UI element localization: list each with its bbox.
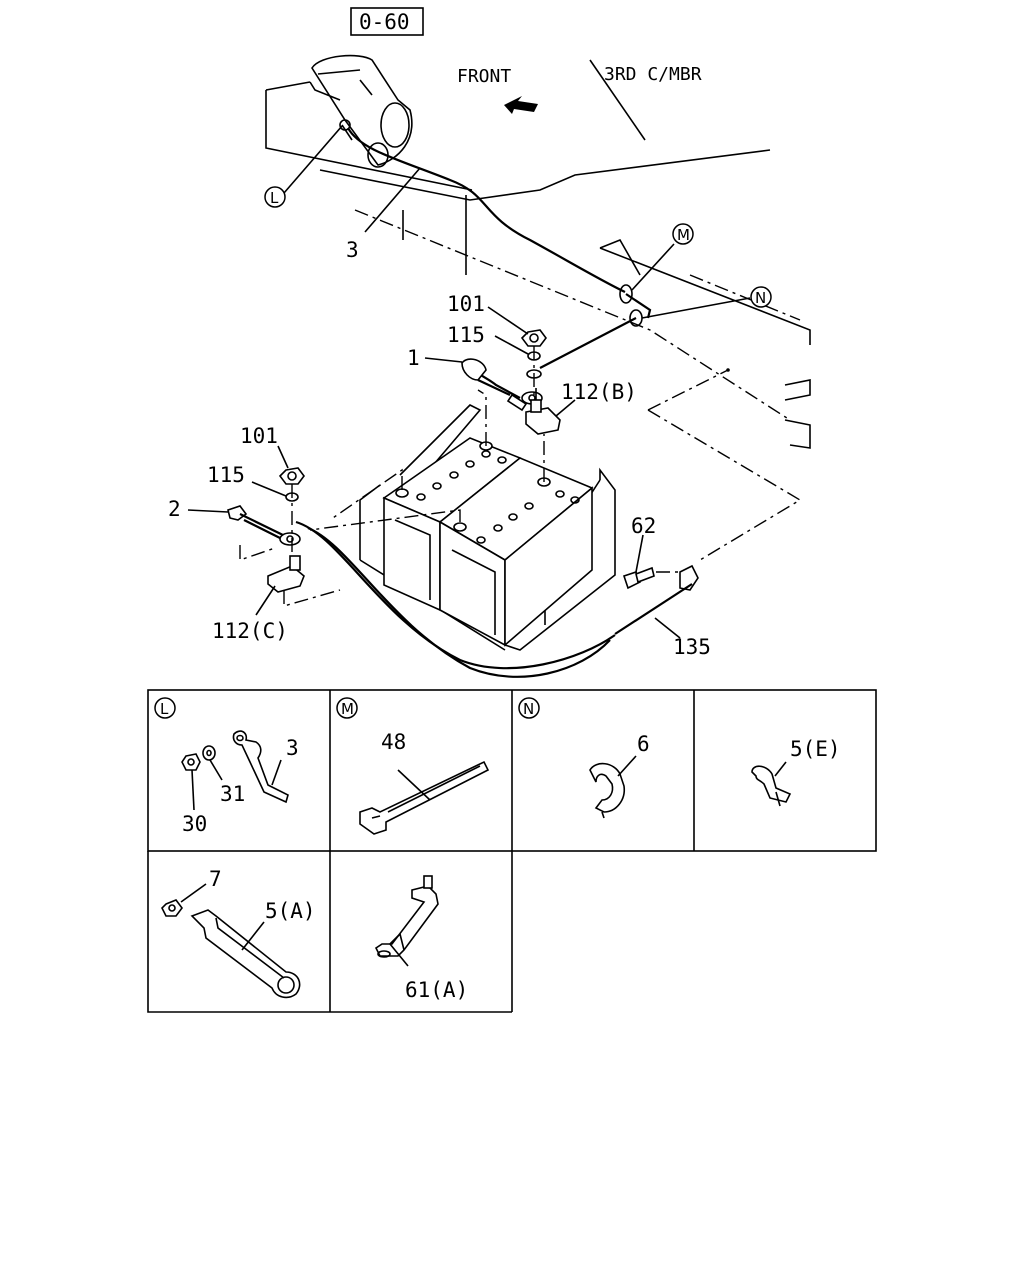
cable-1 [461, 317, 637, 412]
bolt-62 [622, 566, 680, 590]
battery-right [438, 457, 594, 647]
callout-62: 62 [631, 514, 656, 538]
callout-135: 135 [673, 635, 711, 659]
marker-n-main: N [750, 286, 772, 308]
callout-112b: 112(B) [561, 380, 637, 404]
panel-m-part-48: 48 [381, 730, 406, 754]
panel-l-part-3: 3 [286, 736, 299, 760]
panel-5a: 7 5(A) [161, 867, 316, 999]
callout-115-upper: 115 [447, 323, 485, 347]
reference-box [350, 7, 424, 36]
svg-text:L: L [160, 700, 169, 718]
marker-l-main: L [264, 186, 286, 208]
panel-61a-part: 61(A) [405, 978, 468, 1002]
panel-61a: 61(A) [374, 875, 468, 1002]
callout-115-lower: 115 [207, 463, 245, 487]
callout-101-upper: 101 [447, 292, 485, 316]
panel-l-part-30: 30 [182, 812, 207, 836]
callout-1: 1 [407, 346, 420, 370]
grommet-m [619, 284, 652, 319]
battery-left [382, 437, 522, 612]
panel-m: M 48 [336, 697, 490, 835]
starter-motor [311, 54, 413, 168]
panel-5e: 5(E) [751, 737, 841, 807]
callout-2: 2 [168, 497, 181, 521]
bracket-112c [267, 555, 341, 607]
front-arrow-icon [504, 96, 538, 114]
cable-3 [347, 127, 626, 293]
svg-text:M: M [341, 700, 354, 718]
callout-112c: 112(C) [212, 619, 288, 643]
bracket-112b [525, 388, 561, 435]
panel-n-part-6: 6 [637, 732, 650, 756]
panel-l: L 3 31 30 [154, 697, 299, 836]
reference-box-label: 0-60 [359, 10, 410, 34]
member-label: 3RD C/MBR [604, 64, 702, 85]
cable-135 [295, 520, 616, 670]
svg-text:N: N [755, 289, 766, 307]
panel-n: N 6 [518, 697, 650, 819]
svg-text:L: L [270, 189, 279, 207]
callout-3: 3 [346, 238, 359, 262]
nut-101-lower [278, 467, 305, 485]
chassis-frame [265, 81, 811, 449]
marker-m-main: M [672, 223, 694, 245]
cable-2 [227, 505, 301, 546]
detail-grid [147, 689, 877, 1013]
panel-5a-part: 5(A) [265, 899, 316, 923]
panel-l-part-31: 31 [220, 782, 245, 806]
callout-leaders [187, 59, 751, 639]
callout-101-lower: 101 [240, 424, 278, 448]
svg-text:M: M [677, 226, 690, 244]
svg-text:N: N [523, 700, 534, 718]
front-label: FRONT [457, 66, 511, 87]
panel-5a-part-7: 7 [209, 867, 222, 891]
panel-5e-part: 5(E) [790, 737, 841, 761]
